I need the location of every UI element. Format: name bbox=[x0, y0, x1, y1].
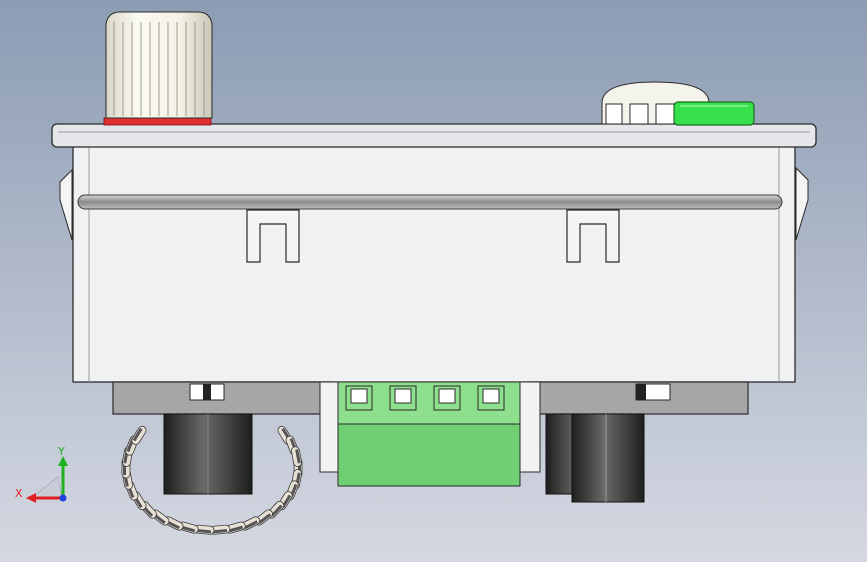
cylinder-left bbox=[163, 413, 253, 495]
y-axis-label: Y bbox=[57, 445, 65, 458]
bottom-block-left bbox=[112, 381, 332, 415]
terminal-screw-hole bbox=[438, 388, 456, 404]
axis-triad: Y X bbox=[15, 445, 68, 503]
coil-spring bbox=[121, 425, 303, 535]
rotary-knob[interactable] bbox=[103, 11, 213, 126]
front-panel-lid bbox=[51, 123, 817, 148]
left-side-clip bbox=[59, 168, 73, 241]
coil-segment bbox=[290, 446, 303, 467]
cylinder-right-front bbox=[571, 413, 645, 503]
mounting-tab-left bbox=[246, 209, 300, 263]
z-axis-point bbox=[59, 494, 67, 502]
green-push-button[interactable] bbox=[673, 101, 755, 126]
guide-rail bbox=[77, 194, 783, 210]
coil-segment bbox=[178, 521, 199, 534]
bottom-block-right bbox=[527, 381, 749, 415]
coil-segment bbox=[193, 524, 215, 535]
terminal-screw-hole bbox=[350, 388, 368, 404]
terminal-block-connector[interactable] bbox=[319, 381, 541, 487]
terminal-screw-hole bbox=[482, 388, 500, 404]
coil-segment bbox=[131, 425, 147, 445]
device-housing bbox=[72, 145, 796, 383]
right-side-clip bbox=[795, 166, 809, 241]
terminal-screw-hole bbox=[394, 388, 412, 404]
mounting-tab-right bbox=[566, 209, 620, 263]
x-axis-label: X bbox=[15, 487, 23, 500]
